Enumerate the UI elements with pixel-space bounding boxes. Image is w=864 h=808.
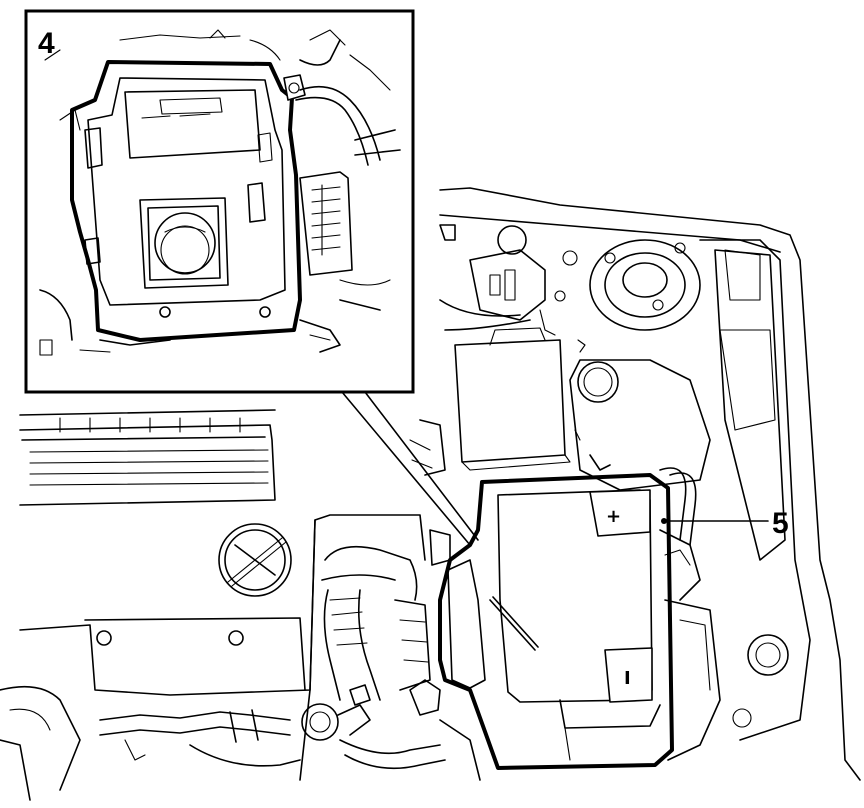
battery-cover — [438, 473, 674, 770]
relay-box — [454, 327, 571, 471]
strut-mount — [589, 239, 701, 331]
oil-filler-cap — [218, 523, 292, 597]
inset-access-port — [139, 197, 229, 289]
callout-leaders — [341, 391, 769, 546]
inset-fuse-block — [299, 171, 353, 276]
positive-terminal-symbol: + — [606, 506, 621, 527]
inset-callout-label: 4 — [38, 27, 55, 60]
engine-bay-background — [439, 187, 861, 781]
intake-hoses — [189, 419, 481, 781]
connector-cluster — [439, 224, 586, 353]
engine-cover — [0, 409, 426, 801]
battery-callout-label: 5 — [772, 507, 789, 540]
negative-terminal-symbol: I — [624, 668, 631, 689]
reservoir — [569, 359, 711, 491]
inset-detail — [24, 9, 415, 394]
